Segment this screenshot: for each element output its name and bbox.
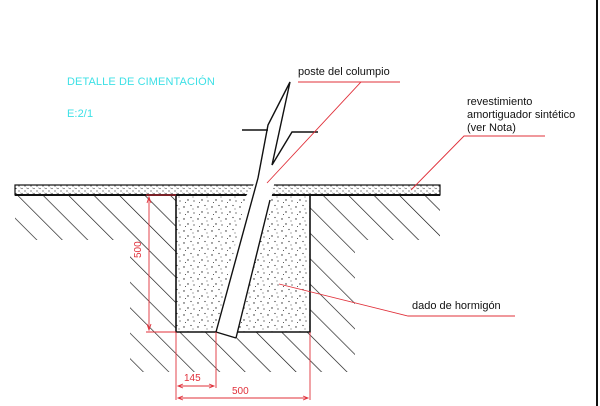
label-footing: dado de hormigón [412, 300, 501, 312]
synthetic-surfacing-layer [14, 184, 441, 196]
label-surfacing-1: revestimiento [467, 96, 533, 108]
dimension-width: 500 [232, 386, 249, 397]
label-post: poste del columpio [298, 66, 390, 78]
label-surfacing-3: (ver Nota) [467, 122, 516, 134]
label-surfacing-2: amortiguador sintético [467, 109, 576, 121]
swing-post [215, 81, 318, 339]
dimension-lines [146, 194, 311, 401]
drawing-title: DETALLE DE CIMENTACIÓN [67, 76, 215, 88]
dimension-post-offset: 145 [184, 373, 201, 384]
soil-hatch [15, 195, 440, 372]
drawing-scale: E:2/1 [67, 108, 94, 120]
dimension-depth: 500 [133, 241, 144, 258]
leader-lines [266, 81, 545, 317]
